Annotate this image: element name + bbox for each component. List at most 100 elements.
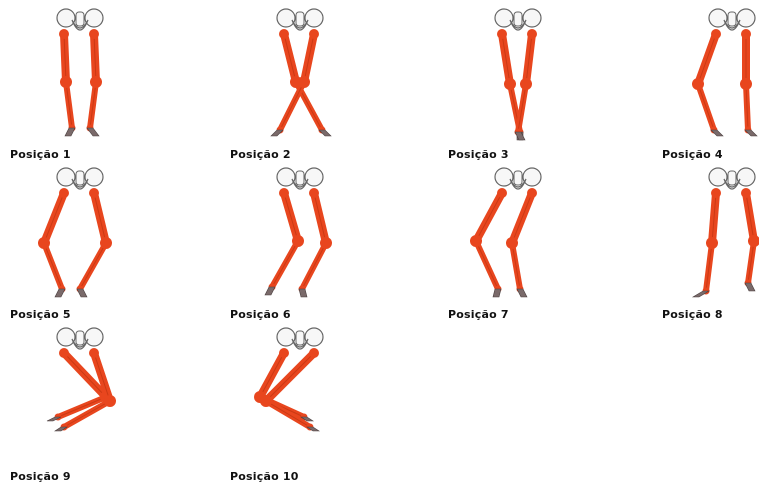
right-foot (77, 289, 87, 297)
right-foot (517, 289, 527, 297)
right-foot (515, 132, 525, 140)
figure-cell-8: Posição 8 (662, 165, 759, 325)
right-knee-joint (740, 78, 752, 90)
pelvis-bone (709, 9, 755, 30)
right-foot (745, 283, 755, 291)
right-hip-joint (89, 29, 99, 39)
right-knee-joint (520, 78, 532, 90)
right-tibia-shading (80, 243, 106, 289)
left-knee-joint (692, 78, 704, 90)
figure-cell-2: Posição 2 (230, 6, 380, 166)
left-femur-shading (284, 34, 296, 82)
leg-skeleton-illustration (448, 165, 598, 315)
left-knee-joint (60, 76, 72, 88)
figure-label: Posição 5 (10, 308, 71, 321)
leg-skeleton-illustration (662, 6, 759, 156)
right-hip-joint (309, 29, 319, 39)
figure-label: Posição 2 (230, 148, 291, 161)
left-foot (65, 128, 75, 136)
left-hip-joint (711, 188, 721, 198)
left-hip-joint (59, 188, 69, 198)
left-hip-joint (279, 188, 289, 198)
figure-cell-5: Posição 5 (10, 165, 160, 325)
figure-cell-9: Posição 9 (10, 325, 160, 485)
pelvis-bone (495, 168, 541, 189)
right-hip-joint (741, 188, 751, 198)
right-hip-joint (741, 29, 751, 39)
left-hip-joint (279, 348, 289, 358)
figure-label: Posição 9 (10, 470, 71, 483)
leg-skeleton-illustration (10, 6, 160, 156)
right-tibia-shading (302, 243, 326, 289)
left-hip-joint (59, 29, 69, 39)
figure-cell-3: Posição 3 (448, 6, 598, 166)
left-foot (55, 289, 65, 297)
right-hip-joint (527, 188, 537, 198)
pelvis-bone (277, 9, 323, 30)
leg-skeleton-illustration (10, 165, 160, 315)
right-foot (299, 289, 307, 297)
figure-label: Posição 1 (10, 148, 71, 161)
left-femur-shading (284, 193, 298, 241)
figure-cell-10: Posição 10 (230, 325, 380, 485)
right-knee-joint (104, 395, 116, 407)
pelvis-bone (57, 168, 103, 189)
left-hip-joint (59, 348, 69, 358)
leg-skeleton-illustration (448, 6, 598, 156)
right-femur-shading (94, 193, 106, 243)
figure-label: Posição 6 (230, 308, 291, 321)
figure-cell-7: Posição 7 (448, 165, 598, 325)
right-knee-joint (100, 237, 112, 249)
leg-skeleton-illustration (230, 165, 380, 315)
right-foot (87, 128, 99, 136)
left-foot (265, 287, 275, 295)
leg-skeleton-illustration (230, 6, 380, 156)
pelvis-bone (277, 328, 323, 349)
figure-label: Posição 8 (662, 308, 723, 321)
figure-cell-1: Posição 1 (10, 6, 160, 166)
leg-skeleton-illustration (230, 325, 380, 475)
left-knee-joint (470, 235, 482, 247)
right-hip-joint (309, 348, 319, 358)
left-femur-shading (698, 34, 716, 84)
left-foot (493, 289, 501, 297)
left-tibia-shading (44, 243, 62, 289)
right-knee-joint (298, 76, 310, 88)
right-hip-joint (89, 348, 99, 358)
left-knee-joint (706, 237, 718, 249)
left-hip-joint (279, 29, 289, 39)
right-hip-joint (89, 188, 99, 198)
left-knee-joint (504, 78, 516, 90)
left-tibia-shading (698, 84, 714, 130)
right-knee-joint (260, 395, 272, 407)
left-hip-joint (497, 29, 507, 39)
figure-label: Posição 4 (662, 148, 723, 161)
left-tibia-shading (476, 241, 498, 289)
left-hip-joint (497, 188, 507, 198)
figure-label: Posição 10 (230, 470, 299, 483)
leg-skeleton-illustration (10, 325, 160, 475)
figure-cell-4: Posição 4 (662, 6, 759, 166)
right-femur-shading (314, 193, 326, 243)
right-tibia-shading (280, 82, 304, 130)
left-tibia-shading (272, 241, 298, 287)
figure-label: Posição 7 (448, 308, 509, 321)
left-knee-joint (38, 237, 50, 249)
right-knee-joint (320, 237, 332, 249)
right-knee-joint (506, 237, 518, 249)
right-hip-joint (309, 188, 319, 198)
left-knee-joint (292, 235, 304, 247)
figure-cell-6: Posição 6 (230, 165, 380, 325)
pelvis-bone (709, 168, 755, 189)
pelvis-bone (57, 9, 103, 30)
leg-skeleton-illustration (662, 165, 759, 315)
left-femur-shading (476, 193, 502, 241)
right-femur-shading (512, 193, 532, 243)
left-hip-joint (711, 29, 721, 39)
pelvis-bone (277, 168, 323, 189)
right-hip-joint (527, 29, 537, 39)
right-knee-joint (90, 76, 102, 88)
pelvis-bone (495, 9, 541, 30)
pelvis-bone (57, 328, 103, 349)
left-femur-shading (44, 193, 64, 243)
